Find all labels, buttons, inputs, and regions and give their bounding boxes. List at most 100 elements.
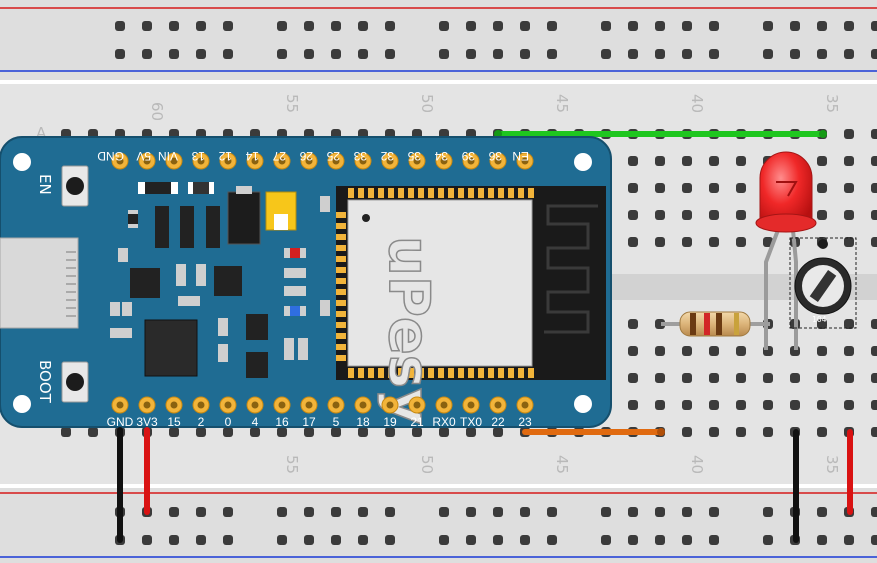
breadboard-hole[interactable] (169, 535, 179, 545)
breadboard-hole[interactable] (682, 373, 692, 383)
breadboard-hole[interactable] (655, 156, 665, 166)
breadboard-hole[interactable] (817, 49, 827, 59)
breadboard-hole[interactable] (709, 346, 719, 356)
breadboard-hole[interactable] (439, 427, 449, 437)
breadboard-hole[interactable] (763, 49, 773, 59)
breadboard-hole[interactable] (817, 21, 827, 31)
breadboard-hole[interactable] (817, 346, 827, 356)
breadboard-hole[interactable] (655, 237, 665, 247)
breadboard-hole[interactable] (385, 49, 395, 59)
breadboard-hole[interactable] (331, 21, 341, 31)
breadboard-hole[interactable] (277, 21, 287, 31)
breadboard-hole[interactable] (628, 535, 638, 545)
breadboard-hole[interactable] (142, 21, 152, 31)
breadboard-hole[interactable] (871, 507, 877, 517)
breadboard-hole[interactable] (88, 427, 98, 437)
breadboard-hole[interactable] (844, 400, 854, 410)
breadboard-hole[interactable] (331, 427, 341, 437)
breadboard-hole[interactable] (169, 21, 179, 31)
breadboard-hole[interactable] (736, 237, 746, 247)
breadboard-hole[interactable] (628, 210, 638, 220)
breadboard-hole[interactable] (844, 21, 854, 31)
breadboard-hole[interactable] (142, 535, 152, 545)
breadboard-hole[interactable] (844, 237, 854, 247)
breadboard-hole[interactable] (844, 346, 854, 356)
breadboard-hole[interactable] (655, 183, 665, 193)
breadboard-hole[interactable] (169, 427, 179, 437)
breadboard-hole[interactable] (331, 507, 341, 517)
breadboard-hole[interactable] (763, 427, 773, 437)
boot-button[interactable] (61, 361, 89, 403)
breadboard-hole[interactable] (250, 427, 260, 437)
breadboard-hole[interactable] (844, 49, 854, 59)
breadboard-hole[interactable] (196, 535, 206, 545)
breadboard-hole[interactable] (466, 21, 476, 31)
breadboard-hole[interactable] (628, 373, 638, 383)
breadboard-hole[interactable] (817, 427, 827, 437)
breadboard-hole[interactable] (628, 507, 638, 517)
breadboard-hole[interactable] (304, 507, 314, 517)
breadboard-hole[interactable] (709, 427, 719, 437)
breadboard-hole[interactable] (169, 507, 179, 517)
breadboard-hole[interactable] (763, 373, 773, 383)
breadboard-hole[interactable] (709, 237, 719, 247)
breadboard-hole[interactable] (655, 373, 665, 383)
breadboard-hole[interactable] (520, 507, 530, 517)
breadboard-hole[interactable] (736, 183, 746, 193)
breadboard-hole[interactable] (601, 507, 611, 517)
breadboard-hole[interactable] (871, 373, 877, 383)
breadboard-hole[interactable] (385, 21, 395, 31)
breadboard-hole[interactable] (466, 507, 476, 517)
breadboard-hole[interactable] (736, 427, 746, 437)
breadboard-hole[interactable] (709, 210, 719, 220)
breadboard-hole[interactable] (493, 21, 503, 31)
en-button[interactable] (61, 165, 89, 207)
breadboard-hole[interactable] (223, 49, 233, 59)
breadboard-hole[interactable] (682, 535, 692, 545)
breadboard-hole[interactable] (709, 400, 719, 410)
breadboard-hole[interactable] (709, 507, 719, 517)
breadboard-hole[interactable] (304, 49, 314, 59)
breadboard-hole[interactable] (601, 21, 611, 31)
breadboard-hole[interactable] (169, 49, 179, 59)
breadboard-hole[interactable] (682, 183, 692, 193)
breadboard-hole[interactable] (628, 400, 638, 410)
breadboard-hole[interactable] (871, 210, 877, 220)
breadboard-hole[interactable] (682, 507, 692, 517)
breadboard-hole[interactable] (682, 427, 692, 437)
breadboard-hole[interactable] (871, 400, 877, 410)
breadboard-hole[interactable] (682, 400, 692, 410)
breadboard-hole[interactable] (439, 507, 449, 517)
breadboard-hole[interactable] (439, 49, 449, 59)
breadboard-hole[interactable] (817, 319, 827, 329)
breadboard-hole[interactable] (628, 183, 638, 193)
breadboard-hole[interactable] (115, 49, 125, 59)
breadboard-hole[interactable] (655, 400, 665, 410)
breadboard-hole[interactable] (196, 49, 206, 59)
breadboard-hole[interactable] (466, 427, 476, 437)
breadboard-hole[interactable] (466, 49, 476, 59)
breadboard-hole[interactable] (304, 535, 314, 545)
breadboard-hole[interactable] (655, 210, 665, 220)
breadboard-hole[interactable] (331, 49, 341, 59)
breadboard-hole[interactable] (682, 237, 692, 247)
breadboard-hole[interactable] (790, 373, 800, 383)
breadboard-hole[interactable] (709, 49, 719, 59)
breadboard-hole[interactable] (763, 535, 773, 545)
breadboard-hole[interactable] (223, 535, 233, 545)
breadboard-hole[interactable] (520, 535, 530, 545)
breadboard-hole[interactable] (682, 210, 692, 220)
breadboard-hole[interactable] (817, 535, 827, 545)
breadboard-hole[interactable] (385, 535, 395, 545)
breadboard-hole[interactable] (412, 427, 422, 437)
breadboard-hole[interactable] (304, 427, 314, 437)
breadboard-hole[interactable] (736, 346, 746, 356)
breadboard-hole[interactable] (331, 535, 341, 545)
breadboard-hole[interactable] (358, 507, 368, 517)
breadboard-hole[interactable] (466, 535, 476, 545)
breadboard-hole[interactable] (844, 183, 854, 193)
breadboard-hole[interactable] (844, 129, 854, 139)
breadboard-hole[interactable] (196, 21, 206, 31)
breadboard-hole[interactable] (709, 156, 719, 166)
breadboard-hole[interactable] (547, 507, 557, 517)
